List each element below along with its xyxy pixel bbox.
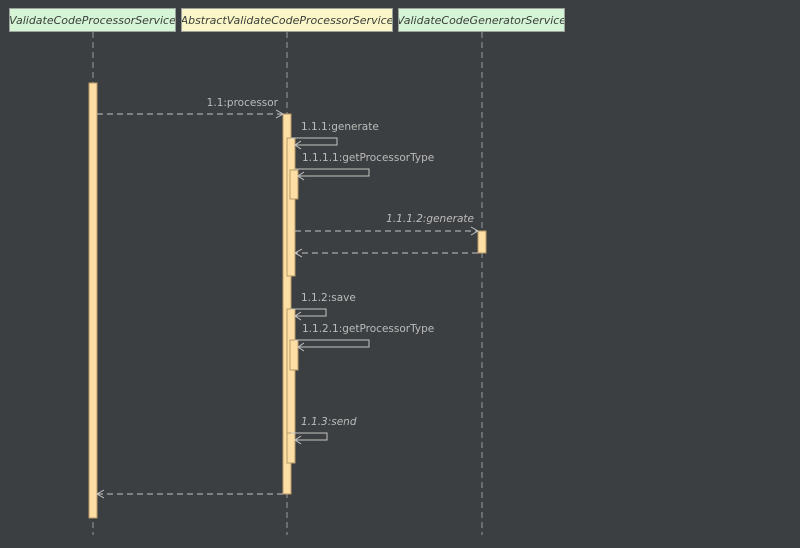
message-processor-arrowhead	[275, 109, 285, 119]
participant-abstract-validate-code-processor-service[interactable]: AbstractValidateCodeProcessorService	[181, 8, 393, 32]
return-generator-generate-arrowhead	[293, 248, 303, 258]
activation-generate[interactable]	[286, 137, 296, 277]
message-get-processor-type-2-arrowhead	[297, 342, 305, 352]
message-get-processor-type-1-label: 1.1.1.1:getProcessorType	[302, 152, 434, 164]
message-generator-generate-label: 1.1.1.2:generate	[386, 213, 474, 225]
message-generate-line	[291, 137, 338, 146]
message-save-label: 1.1.2:save	[301, 292, 356, 304]
activation-get-processor-type-2[interactable]	[289, 339, 299, 371]
message-generate-arrowhead	[294, 140, 302, 150]
message-get-processor-type-1-arrowhead	[297, 171, 305, 181]
message-get-processor-type-2-label: 1.1.2.1:getProcessorType	[302, 323, 434, 335]
return-processor-arrowhead	[95, 489, 105, 499]
activation-generator-generate[interactable]	[477, 230, 487, 254]
message-generator-generate-arrowhead	[470, 226, 480, 236]
activation-processor-service[interactable]	[88, 82, 98, 519]
message-send-line	[291, 432, 328, 441]
message-processor-label: 1.1:processor	[207, 97, 279, 109]
activation-send[interactable]	[286, 432, 296, 464]
message-generate-label: 1.1.1:generate	[301, 121, 379, 133]
message-send-arrowhead	[294, 435, 302, 445]
activation-processor[interactable]	[282, 113, 292, 495]
message-send-label: 1.1.3:send	[301, 416, 357, 428]
message-get-processor-type-2-line	[295, 339, 370, 348]
participant-validate-code-generator-service[interactable]: ValidateCodeGeneratorService	[398, 8, 565, 32]
activation-get-processor-type-1[interactable]	[289, 169, 299, 200]
message-save-line	[291, 308, 327, 317]
message-save-arrowhead	[294, 311, 302, 321]
participant-validate-code-processor-service[interactable]: ValidateCodeProcessorService	[9, 8, 176, 32]
message-get-processor-type-1-line	[295, 168, 370, 177]
